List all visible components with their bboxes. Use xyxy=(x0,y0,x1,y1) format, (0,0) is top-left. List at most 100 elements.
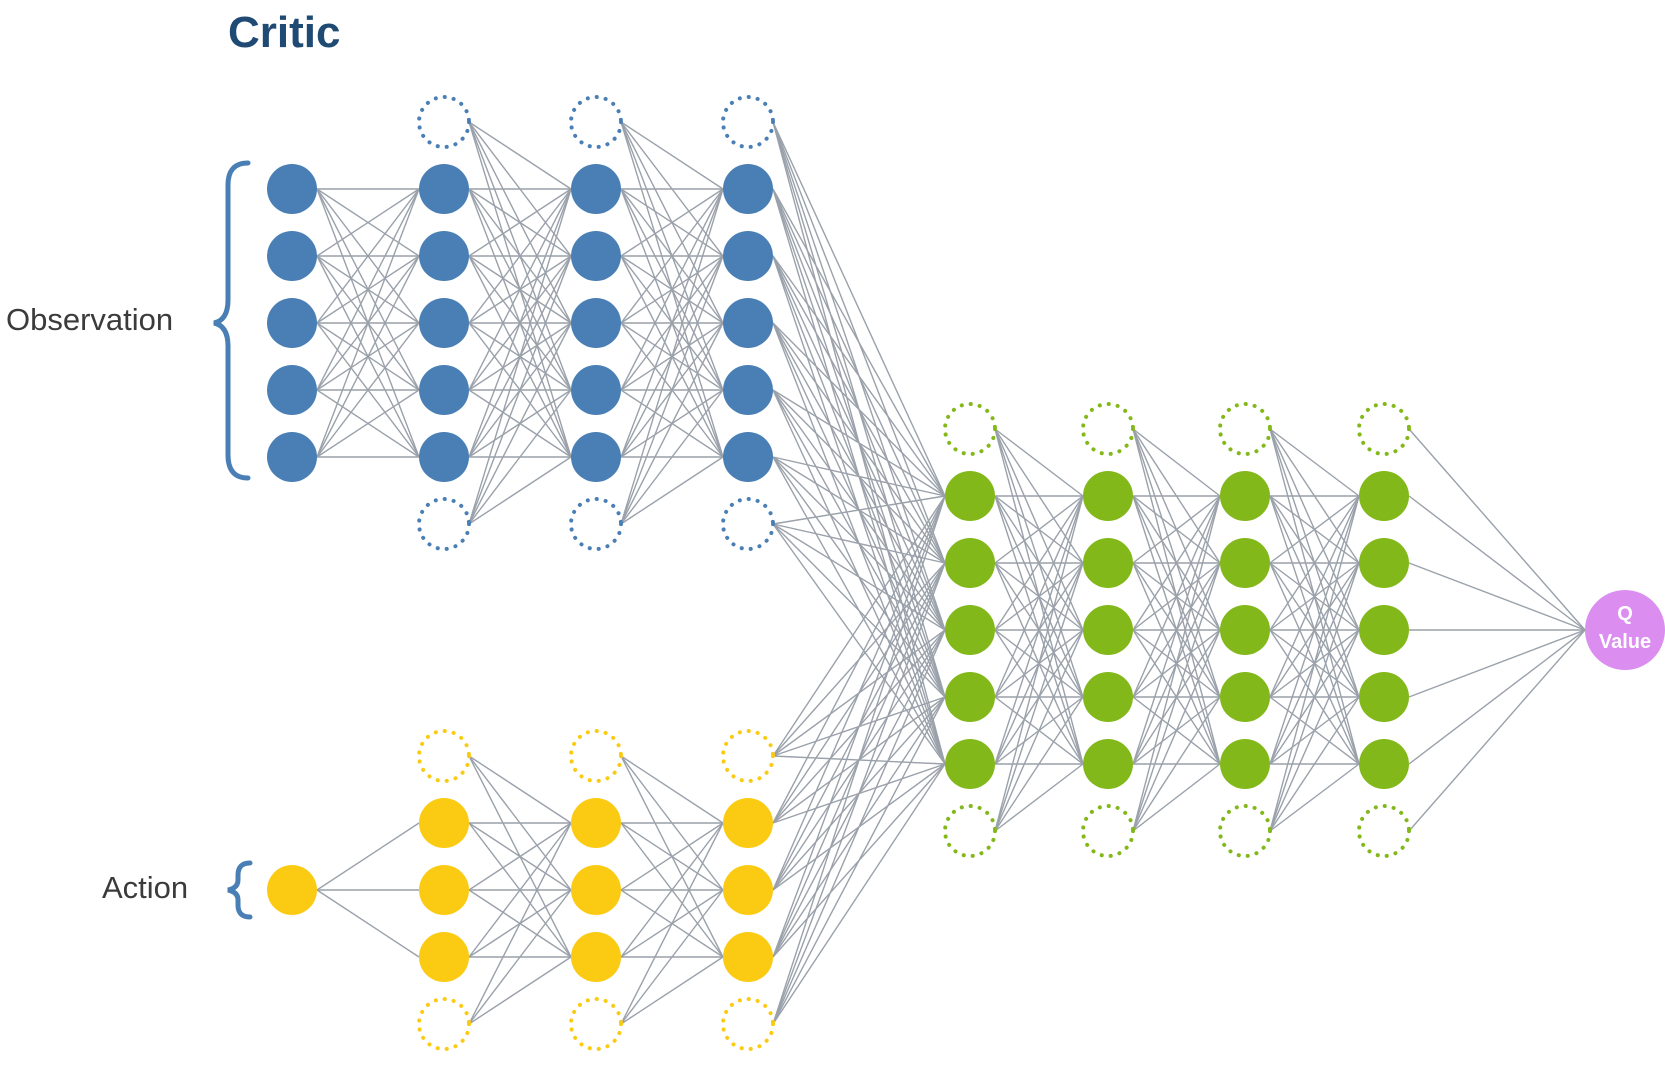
action-neuron xyxy=(723,932,773,982)
connection-line xyxy=(316,255,420,458)
connection-line xyxy=(620,188,724,257)
connection-line xyxy=(1408,495,1586,631)
connection-line xyxy=(620,188,724,324)
observation-bias-neuron xyxy=(721,95,775,149)
connection-line xyxy=(620,188,724,391)
merged-bias-neuron xyxy=(1357,402,1411,456)
connection-line xyxy=(468,322,572,525)
merged-neuron xyxy=(1359,739,1409,789)
connection-line xyxy=(1269,629,1360,832)
connection-line xyxy=(1132,428,1221,497)
q-label-line1: Q xyxy=(1617,603,1633,625)
action-neuron xyxy=(267,865,317,915)
connections xyxy=(316,121,1586,1025)
observation-label: Observation xyxy=(6,302,174,337)
observation-bias-neuron xyxy=(417,497,471,551)
connection-line xyxy=(468,456,572,525)
connection-line xyxy=(772,562,946,1025)
connection-line xyxy=(1132,562,1221,832)
connection-line xyxy=(468,121,572,190)
observation-bias-neuron xyxy=(721,497,775,551)
merged-neuron xyxy=(1359,605,1409,655)
connection-line xyxy=(1269,495,1360,765)
action-neuron xyxy=(419,798,469,848)
action-neuron xyxy=(723,798,773,848)
action-bias-neuron xyxy=(417,729,471,783)
connection-line xyxy=(772,495,946,525)
connection-line xyxy=(468,956,572,1025)
connection-line xyxy=(316,188,420,324)
connection-line xyxy=(620,255,724,525)
connection-line xyxy=(620,188,724,458)
connection-line xyxy=(772,523,946,765)
observation-neuron xyxy=(419,298,469,348)
action-neuron xyxy=(571,932,621,982)
merged-neuron xyxy=(945,538,995,588)
q-value-node xyxy=(1585,590,1665,670)
observation-bias-neuron xyxy=(569,497,623,551)
connection-line xyxy=(1269,763,1360,832)
connection-line xyxy=(468,822,572,958)
connection-line xyxy=(994,495,1084,564)
connection-line xyxy=(316,188,420,458)
connection-line xyxy=(772,495,946,1025)
connection-line xyxy=(316,188,420,257)
merged-bias-neuron xyxy=(943,804,997,858)
connection-line xyxy=(316,188,420,391)
merged-neuron xyxy=(945,739,995,789)
connection-line xyxy=(772,629,946,1025)
connection-line xyxy=(620,889,724,1025)
connection-line xyxy=(772,696,946,1025)
merged-neuron xyxy=(945,672,995,722)
merged-neuron xyxy=(1220,471,1270,521)
observation-neuron xyxy=(571,298,621,348)
observation-neuron xyxy=(723,231,773,281)
observation-neuron xyxy=(723,164,773,214)
connection-line xyxy=(468,889,572,1025)
connection-line xyxy=(620,188,724,525)
action-bias-neuron xyxy=(569,729,623,783)
observation-neuron xyxy=(419,432,469,482)
connection-line xyxy=(772,495,946,958)
connection-line xyxy=(1269,495,1360,698)
connection-line xyxy=(468,188,572,324)
connection-line xyxy=(772,188,946,497)
connection-line xyxy=(994,495,1084,631)
connection-line xyxy=(772,322,946,497)
observation-brace xyxy=(213,160,251,481)
observation-neuron xyxy=(723,298,773,348)
action-neuron xyxy=(571,865,621,915)
connection-line xyxy=(1408,629,1586,832)
connection-line xyxy=(620,822,724,958)
observation-bias-neuron xyxy=(417,95,471,149)
connection-line xyxy=(1132,495,1221,564)
connection-line xyxy=(1408,562,1586,631)
connection-line xyxy=(772,121,946,497)
connection-line xyxy=(1132,495,1221,832)
connection-line xyxy=(316,889,420,958)
connection-line xyxy=(468,188,572,525)
observation-neuron xyxy=(419,231,469,281)
connection-line xyxy=(772,255,946,497)
connection-line xyxy=(994,629,1084,832)
merged-bias-neuron xyxy=(1218,402,1272,456)
connection-line xyxy=(772,456,946,497)
connection-line xyxy=(994,562,1084,832)
observation-neuron xyxy=(571,432,621,482)
connection-line xyxy=(772,495,946,824)
connection-line xyxy=(620,822,724,891)
merged-bias-neuron xyxy=(1081,402,1135,456)
connection-line xyxy=(772,495,946,891)
merged-neuron xyxy=(1359,538,1409,588)
connection-line xyxy=(1269,696,1360,832)
merged-neuron xyxy=(1083,739,1133,789)
merged-neuron xyxy=(1220,739,1270,789)
connection-line xyxy=(620,322,724,525)
merged-neuron xyxy=(1083,538,1133,588)
action-neuron xyxy=(723,865,773,915)
connection-line xyxy=(772,523,946,631)
connection-line xyxy=(1269,428,1360,497)
observation-neuron xyxy=(419,164,469,214)
observation-bias-neuron xyxy=(569,95,623,149)
